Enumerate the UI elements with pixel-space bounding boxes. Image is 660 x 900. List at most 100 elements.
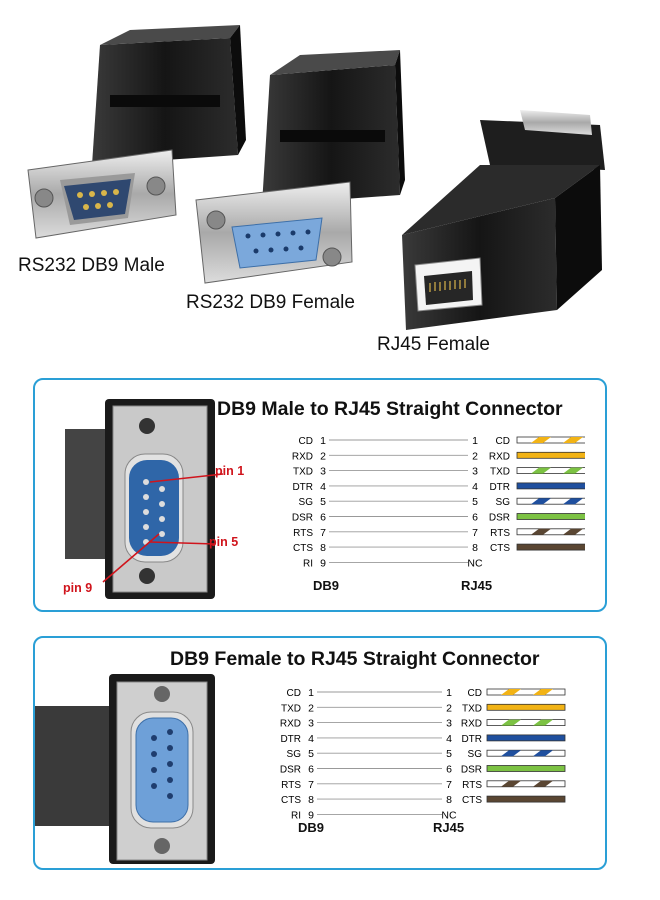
female-db9-caption: DB9 [298,820,325,835]
db9-pin-number: 6 [320,512,326,524]
db9-pin-number: 2 [320,450,326,462]
rj45-signal-name: DSR [461,765,482,776]
db9-pin-number: 1 [320,435,326,447]
rj45-signal-name: DTR [461,734,482,745]
db9-signal-name: CD [287,688,301,699]
db9-pin-number: 8 [320,542,326,554]
green-wire-swatch [516,513,585,520]
blue-wire-swatch [516,482,585,490]
db9-pin-number: 9 [308,809,314,821]
rj45-adapter-label: RJ45 Female [377,334,490,355]
female-connector-panel: DB9 Female to RJ45 Straight Connector CD… [33,636,607,870]
wiring-row: TXD 2 2 TXD [281,702,566,714]
db9-signal-name: RXD [280,719,301,730]
male-rj45-caption: RJ45 [461,578,493,593]
db9-signal-name: TXD [281,703,301,714]
db9-pin-number: 3 [308,718,314,730]
db9-pin-number: 5 [308,748,314,760]
db9-pin-number: 5 [320,496,326,508]
db9-signal-name: RI [303,558,313,569]
wiring-row: CD 1 1 CD [299,435,585,447]
wiring-row: RXD 3 3 RXD [280,718,566,730]
db9-pin-number: 1 [308,687,314,699]
wiring-row: DTR 4 4 DTR [280,733,566,745]
rj45-pin-number: 2 [446,702,452,714]
rj45-signal-name: SG [468,749,483,760]
db9-pin-number: 6 [308,764,314,776]
white-blue-wire-swatch [516,497,585,505]
male-adapter-label: RS232 DB9 Male [18,255,165,276]
db9-female-closeup-image [35,674,215,864]
pin9-arrow [102,533,160,583]
pin5-label: pin 5 [209,535,239,549]
rj45-pin-number: 3 [446,718,452,730]
db9-signal-name: DSR [292,513,313,524]
db9-pin-number: 2 [308,702,314,714]
db9-signal-name: DSR [280,765,301,776]
pin1-label: pin 1 [215,464,245,478]
rj45-signal-name: RTS [490,528,510,539]
rj45-signal-name: CD [496,436,510,447]
rj45-signal-name: TXD [462,703,482,714]
rj45-signal-name: CTS [462,795,482,806]
white-brown-wire-swatch [486,780,566,788]
blue-wire-swatch [486,734,566,742]
db9-pin-number: 9 [320,557,326,569]
female-adapter-label: RS232 DB9 Female [186,292,355,313]
db9-pin-number: 8 [308,794,314,806]
db9-signal-name: CD [299,436,313,447]
wiring-row: RI 9 NC [303,557,483,569]
male-db9-caption: DB9 [313,578,340,593]
db9-pin-number: 3 [320,466,326,478]
rj45-pin-number: NC [467,557,483,569]
pin1-arrow [149,473,224,483]
white-blue-wire-swatch [486,749,566,757]
db9-signal-name: RI [291,810,301,821]
female-panel-title: DB9 Female to RJ45 Straight Connector [170,648,540,670]
db9-signal-name: DTR [280,734,301,745]
orange-wire-swatch [486,703,566,711]
rj45-signal-name: DTR [489,482,510,493]
db9-signal-name: SG [287,749,302,760]
rj45-pin-number: 1 [446,687,452,699]
brown-wire-swatch [516,543,585,551]
db9-signal-name: RTS [293,528,313,539]
product-photos [27,25,605,330]
rj45-pin-number: 4 [472,481,478,493]
db9-pin-number: 4 [308,733,314,745]
rj45-pin-number: 5 [472,496,478,508]
rj45-female-adapter-image [402,110,605,330]
db9-male-adapter-image [27,25,246,239]
white-orange-wire-swatch [486,688,566,696]
rj45-pin-number: 4 [446,733,452,745]
white-brown-wire-swatch [516,528,585,536]
db9-signal-name: CTS [293,543,313,554]
rj45-signal-name: SG [496,497,511,508]
rj45-signal-name: RXD [461,719,482,730]
rj45-pin-number: 5 [446,748,452,760]
rj45-signal-name: RTS [462,780,482,791]
rj45-pin-number: 1 [472,435,478,447]
female-rj45-caption: RJ45 [433,820,465,835]
pin5-arrow [149,541,216,545]
rj45-pin-number: 8 [446,794,452,806]
db9-signal-name: DTR [292,482,313,493]
male-connector-panel: pin 1 pin 5 pin 9 DB9 Male to RJ45 Strai… [33,378,607,612]
white-orange-wire-swatch [516,436,585,444]
pin9-label: pin 9 [63,581,93,595]
rj45-pin-number: 6 [472,512,478,524]
rj45-pin-number: 3 [472,466,478,478]
